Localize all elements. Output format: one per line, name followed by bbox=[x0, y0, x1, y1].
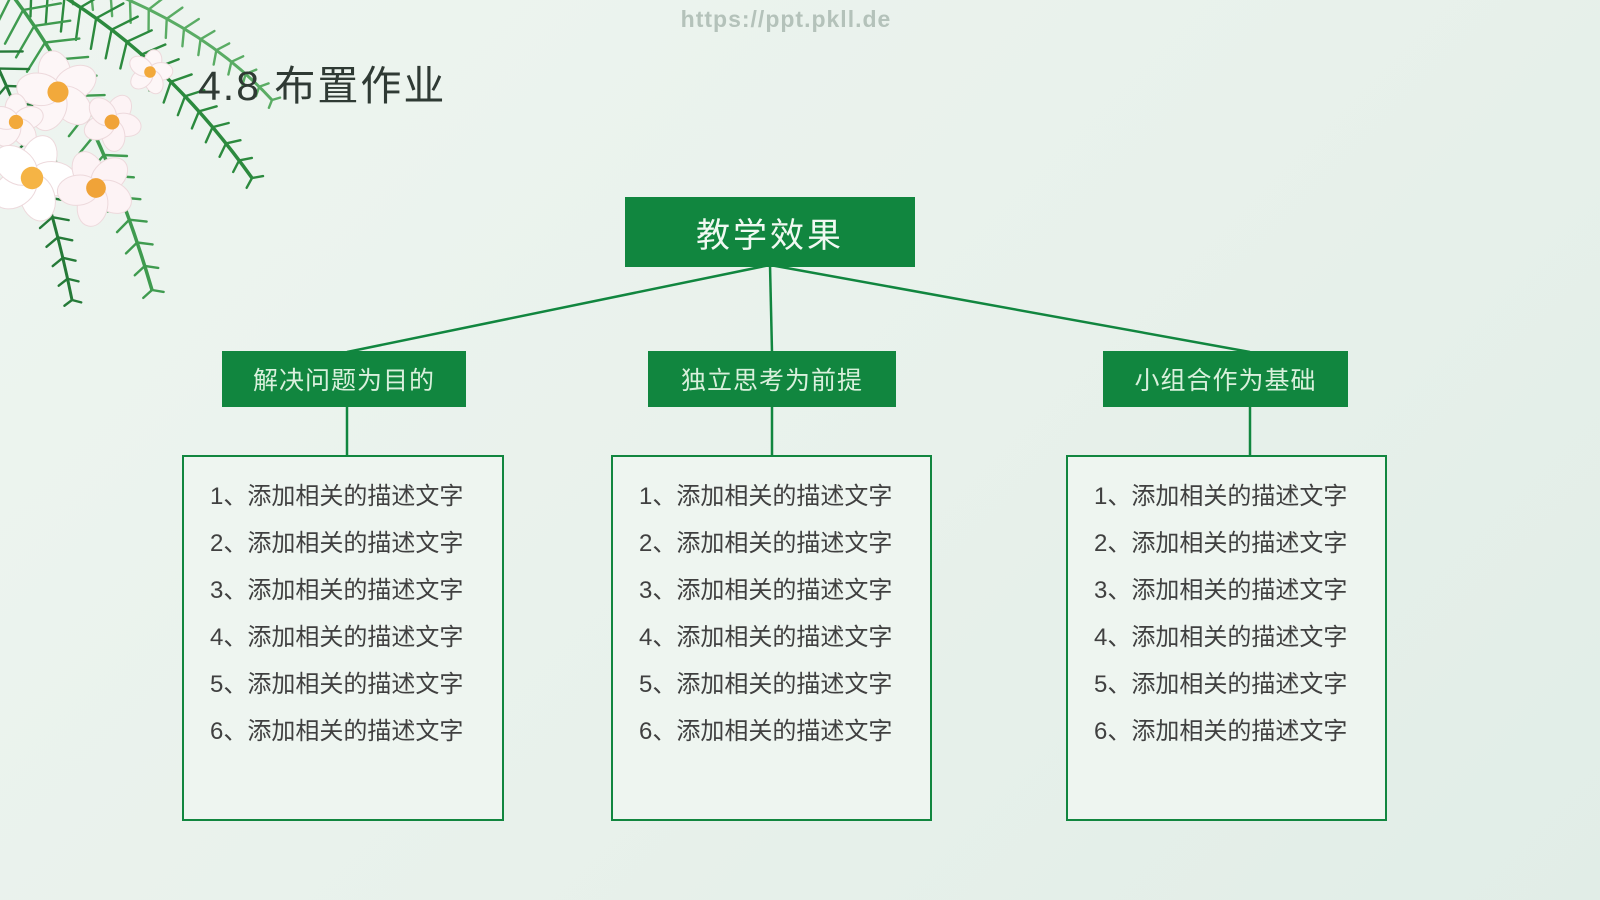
flower-decoration bbox=[56, 151, 132, 227]
list-item: 2、添加相关的描述文字 bbox=[1094, 530, 1348, 557]
page-title: 4.8 布置作业 bbox=[198, 63, 447, 109]
list-item: 5、添加相关的描述文字 bbox=[639, 671, 893, 698]
watermark-url: https://ppt.pkll.de bbox=[680, 6, 892, 32]
description-panel-3: 1、添加相关的描述文字 2、添加相关的描述文字 3、添加相关的描述文字 4、添加… bbox=[1066, 455, 1387, 821]
list-item: 3、添加相关的描述文字 bbox=[639, 577, 893, 604]
description-panel-2: 1、添加相关的描述文字 2、添加相关的描述文字 3、添加相关的描述文字 4、添加… bbox=[611, 455, 932, 821]
branch-label: 小组合作为基础 bbox=[1134, 367, 1317, 395]
palm-leaf-decoration bbox=[0, 0, 282, 307]
connector-line bbox=[346, 263, 771, 354]
list-item: 4、添加相关的描述文字 bbox=[210, 624, 464, 651]
list-item: 5、添加相关的描述文字 bbox=[210, 671, 464, 698]
root-node: 教学效果 bbox=[625, 197, 915, 267]
list-item: 6、添加相关的描述文字 bbox=[210, 718, 464, 745]
list-item: 4、添加相关的描述文字 bbox=[1094, 624, 1348, 651]
list-item: 5、添加相关的描述文字 bbox=[1094, 671, 1348, 698]
branch-node-1: 解决问题为目的 bbox=[222, 351, 466, 407]
flower-decoration bbox=[16, 50, 97, 132]
list-item: 2、添加相关的描述文字 bbox=[639, 530, 893, 557]
branch-node-2: 独立思考为前提 bbox=[648, 351, 896, 407]
list-item: 6、添加相关的描述文字 bbox=[639, 718, 893, 745]
list-item: 1、添加相关的描述文字 bbox=[639, 483, 893, 510]
list-item: 2、添加相关的描述文字 bbox=[210, 530, 464, 557]
flower-decoration bbox=[0, 93, 44, 147]
connector-line bbox=[769, 263, 1251, 354]
list-item: 1、添加相关的描述文字 bbox=[210, 483, 464, 510]
list-item: 3、添加相关的描述文字 bbox=[210, 577, 464, 604]
branch-label: 独立思考为前提 bbox=[680, 367, 863, 395]
flower-decoration bbox=[83, 94, 142, 152]
branch-label: 解决问题为目的 bbox=[252, 367, 435, 395]
flower-decoration bbox=[129, 49, 174, 95]
description-panel-1: 1、添加相关的描述文字 2、添加相关的描述文字 3、添加相关的描述文字 4、添加… bbox=[182, 455, 504, 821]
list-item: 6、添加相关的描述文字 bbox=[1094, 718, 1348, 745]
list-item: 3、添加相关的描述文字 bbox=[1094, 577, 1348, 604]
root-node-label: 教学效果 bbox=[696, 216, 844, 255]
connector-line bbox=[768, 264, 774, 353]
list-item: 1、添加相关的描述文字 bbox=[1094, 483, 1348, 510]
branch-node-3: 小组合作为基础 bbox=[1103, 351, 1348, 407]
list-item: 4、添加相关的描述文字 bbox=[639, 624, 893, 651]
